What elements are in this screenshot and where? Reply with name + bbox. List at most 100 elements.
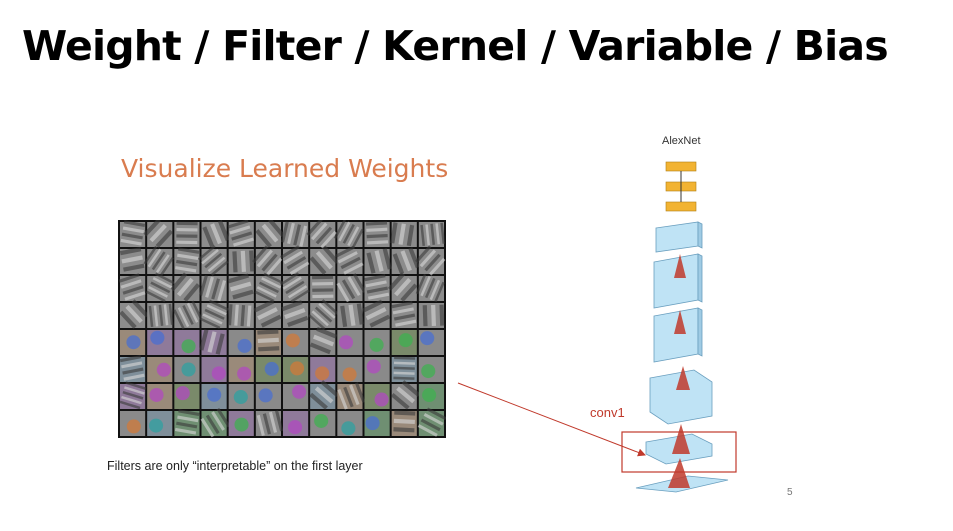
filter-cell xyxy=(283,330,309,355)
page-number: 5 xyxy=(787,487,793,498)
filter-cell xyxy=(418,330,444,355)
filter-cell xyxy=(228,411,254,436)
filter-cell xyxy=(174,221,200,247)
filter-cell xyxy=(228,330,254,355)
filter-cell xyxy=(174,409,200,436)
filter-cell xyxy=(362,299,391,328)
filter-cell xyxy=(255,329,281,355)
figure-heading: Visualize Learned Weights xyxy=(121,154,449,183)
filter-cell xyxy=(337,357,363,382)
filter-cell xyxy=(387,272,418,302)
conv-layer-3 xyxy=(653,307,703,363)
filter-cell xyxy=(309,380,339,410)
filter-cell xyxy=(119,355,146,382)
filter-cell xyxy=(170,272,201,302)
filter-cell xyxy=(418,357,444,382)
filter-cell xyxy=(174,384,200,409)
filter-cell xyxy=(199,329,227,355)
conv-layer-1 xyxy=(645,424,713,465)
filter-cell xyxy=(310,411,336,436)
network-name: AlexNet xyxy=(662,135,701,147)
filter-cell xyxy=(337,411,363,436)
filter-cell xyxy=(255,357,281,382)
conv-layer-5 xyxy=(655,221,703,253)
filter-cell xyxy=(364,330,390,355)
slide-title: Weight / Filter / Kernel / Variable / Bi… xyxy=(22,22,889,70)
filter-cell xyxy=(119,381,147,410)
filter-cell xyxy=(364,357,390,382)
filter-cell xyxy=(306,220,337,249)
filter-cell xyxy=(201,384,227,409)
filter-cell xyxy=(418,222,446,247)
conv1-arrow xyxy=(457,382,646,457)
filter-cell xyxy=(147,357,173,382)
filter-cell xyxy=(280,245,310,275)
filter-cell xyxy=(173,300,203,330)
filter-cell xyxy=(333,220,364,249)
filter-cell xyxy=(283,357,309,382)
filter-cell xyxy=(118,273,146,301)
filter-cell xyxy=(364,384,390,409)
filter-cell xyxy=(120,330,146,355)
filter-cell xyxy=(417,407,446,437)
filter-cell xyxy=(174,330,200,355)
filter-cell xyxy=(336,273,367,303)
filter-cell xyxy=(253,299,282,328)
filter-cell xyxy=(197,245,229,276)
filter-cell xyxy=(119,299,149,329)
filter-cell xyxy=(391,301,417,328)
filter-cell xyxy=(283,384,309,409)
filter-cell xyxy=(310,357,336,382)
figure-caption: Filters are only “interpretable” on the … xyxy=(107,459,363,473)
filter-cell xyxy=(120,411,146,436)
filter-cell xyxy=(199,274,227,302)
filter-cell xyxy=(334,245,364,275)
filter-cell xyxy=(255,384,281,409)
filter-cell xyxy=(143,220,174,248)
filter-cell xyxy=(310,275,336,301)
filter-cell xyxy=(201,220,230,248)
filter-cell xyxy=(174,247,200,274)
conv1-highlight-box xyxy=(621,431,737,473)
conv-layer-2 xyxy=(649,366,713,425)
filter-cell xyxy=(147,384,173,409)
filter-cell xyxy=(147,330,173,355)
filter-cell xyxy=(143,245,174,276)
filter-cell xyxy=(252,245,283,276)
filter-cell xyxy=(255,410,284,436)
filter-cell xyxy=(415,273,445,303)
input-layer xyxy=(635,458,729,493)
filter-cell xyxy=(391,410,417,436)
filter-cell xyxy=(283,411,309,436)
filter-cell xyxy=(228,357,254,382)
filter-cell xyxy=(309,245,340,275)
fc-layer-3 xyxy=(665,201,697,212)
filter-cell xyxy=(364,274,390,301)
filter-cell xyxy=(147,411,173,436)
filter-cell xyxy=(418,303,445,328)
filter-cell xyxy=(337,303,364,328)
filter-cell xyxy=(280,272,310,303)
conv-layer-4 xyxy=(653,253,703,309)
alexnet-diagram xyxy=(457,161,737,493)
filter-cell xyxy=(254,272,284,303)
filter-cell xyxy=(415,245,446,276)
filter-cell xyxy=(145,272,175,303)
filter-cell xyxy=(418,384,444,409)
filter-cell xyxy=(280,221,309,247)
filter-cell xyxy=(337,382,366,410)
filter-cell xyxy=(255,220,285,248)
filter-cell xyxy=(390,222,417,247)
filter-cell xyxy=(364,411,390,436)
filter-cell xyxy=(391,247,420,275)
filter-cell xyxy=(337,330,363,355)
filter-cell xyxy=(120,220,146,247)
filter-cell xyxy=(281,300,309,328)
filter-cell xyxy=(309,326,338,355)
filter-cell xyxy=(200,407,231,438)
learned-filters-grid xyxy=(118,220,446,438)
filter-cell xyxy=(308,299,339,331)
filter-cell xyxy=(174,357,200,382)
filter-cell xyxy=(147,303,174,328)
conv1-label: conv1 xyxy=(590,405,625,420)
